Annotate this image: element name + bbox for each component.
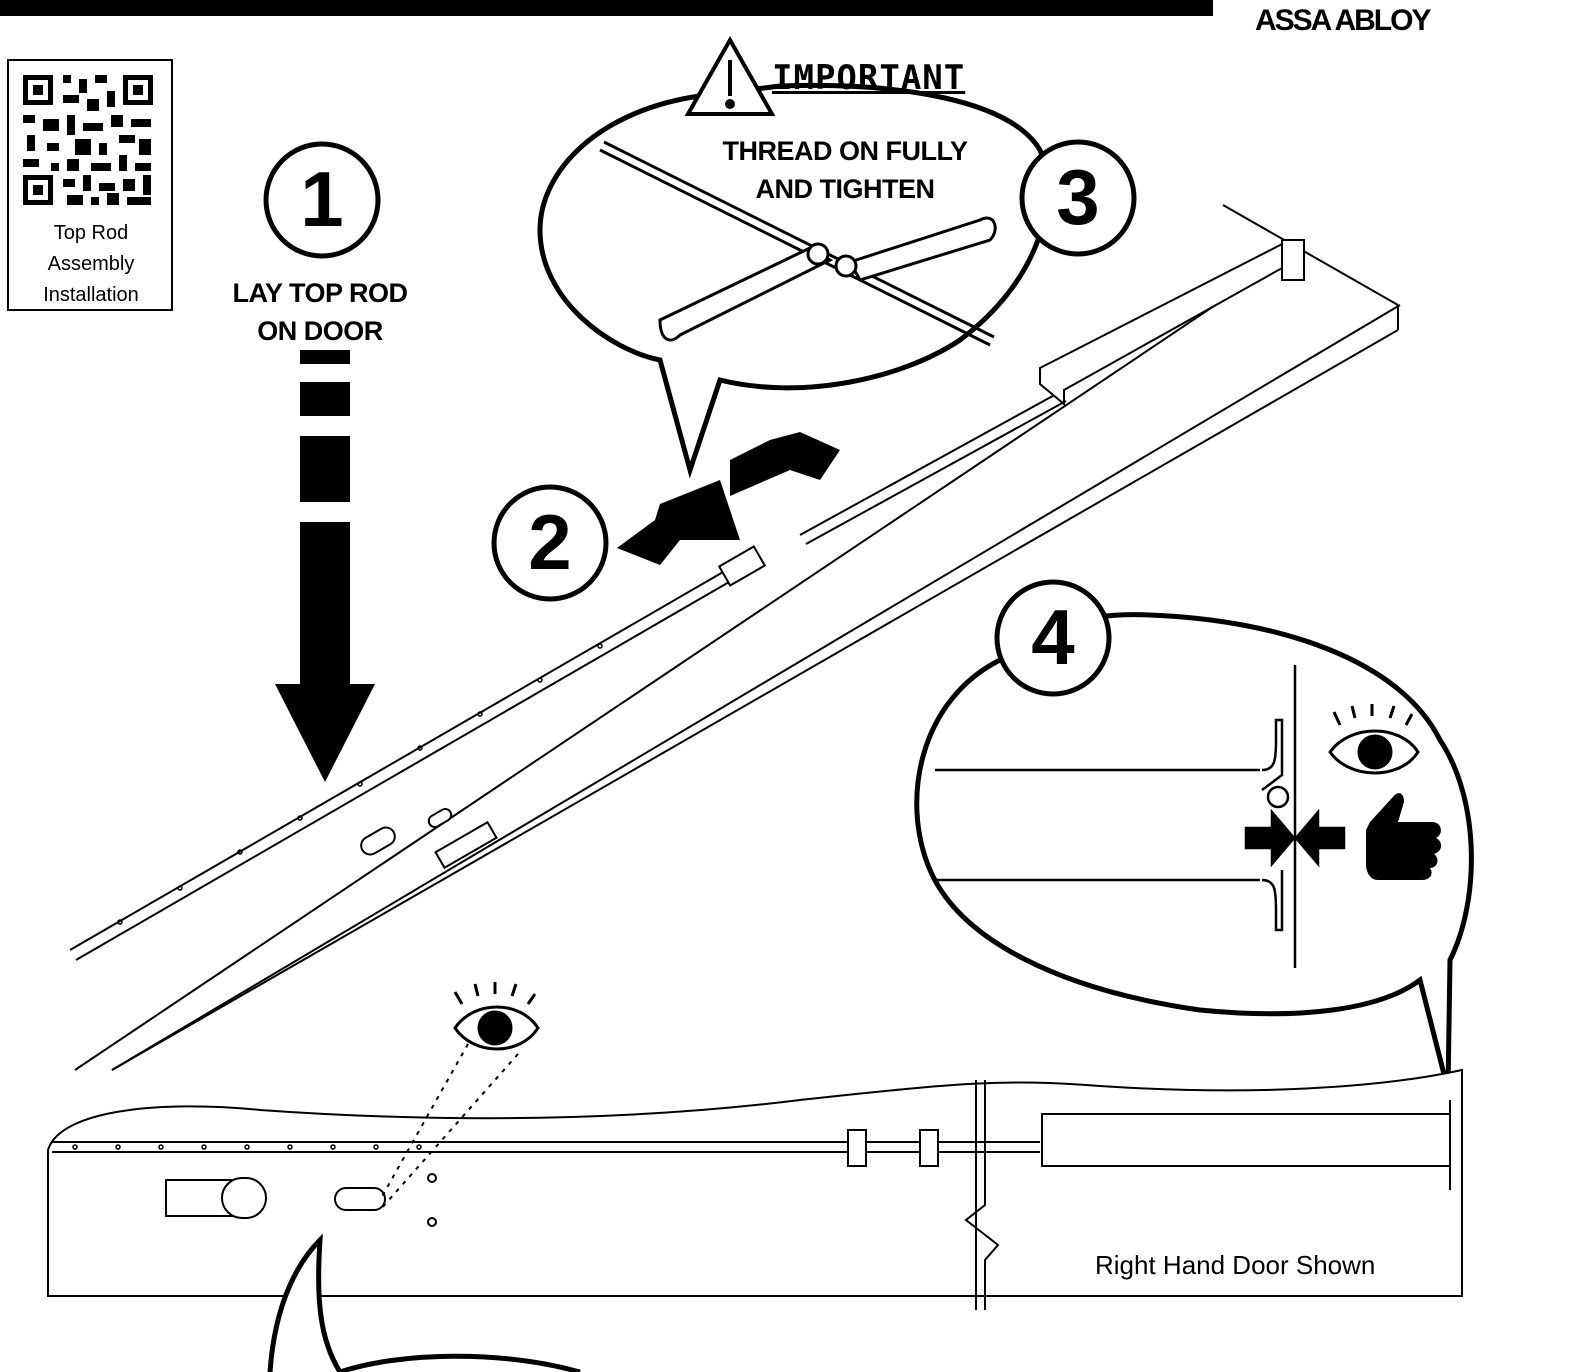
step-3-number: 3 bbox=[1056, 153, 1100, 241]
callout-4-detail bbox=[935, 665, 1346, 968]
step-2-circle bbox=[491, 484, 609, 602]
step-4-number: 4 bbox=[1031, 593, 1075, 681]
important-title: IMPORTANT bbox=[772, 58, 966, 98]
door-detail-parts bbox=[52, 1070, 1463, 1310]
step-1-circle bbox=[263, 141, 381, 259]
header-bar bbox=[0, 0, 1213, 16]
eye-icon bbox=[1328, 704, 1420, 775]
step-1-instruction: LAY TOP ROD ON DOOR bbox=[232, 278, 408, 346]
door-hand-note: Right Hand Door Shown bbox=[1095, 1250, 1376, 1280]
brand-logo: ASSA ABLOY bbox=[1255, 4, 1431, 37]
converging-arrows bbox=[617, 432, 840, 565]
callout-4-bubble bbox=[914, 612, 1474, 1091]
door-top-drawing bbox=[69, 204, 1401, 1071]
bottom-callout-tail bbox=[267, 1233, 343, 1372]
wrenches-icon bbox=[599, 140, 997, 347]
bottom-callout-edge bbox=[339, 1353, 581, 1372]
step-2-number: 2 bbox=[528, 498, 572, 586]
qr-caption: Top Rod Assembly Installation bbox=[43, 222, 139, 306]
step-3-instruction: THREAD ON FULLY AND TIGHTEN bbox=[722, 136, 968, 204]
warning-icon bbox=[684, 35, 776, 116]
step-3-circle bbox=[1019, 139, 1137, 257]
down-arrow bbox=[275, 350, 375, 782]
step-4-circle bbox=[994, 579, 1112, 697]
step-1-number: 1 bbox=[300, 155, 344, 243]
eye-icon-bottom bbox=[379, 982, 540, 1211]
thumbs-up-icon bbox=[1366, 793, 1442, 880]
qr-code bbox=[7, 59, 173, 311]
